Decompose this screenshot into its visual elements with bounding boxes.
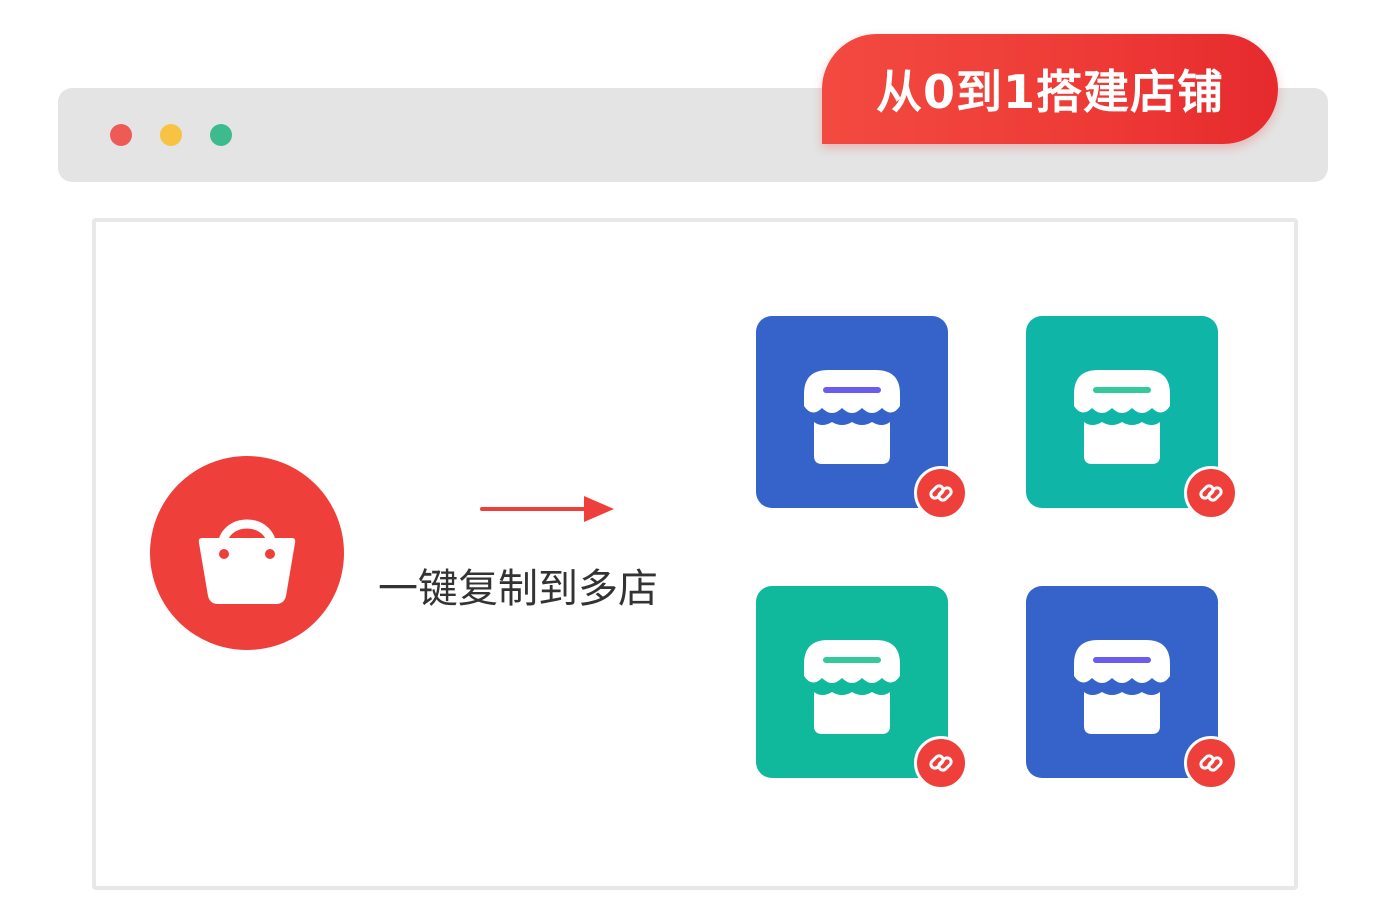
link-icon (914, 736, 968, 790)
storefront-icon (792, 360, 912, 470)
shopping-bag-icon (150, 456, 344, 650)
store-tile (756, 316, 968, 520)
headline-text: 从0到1搭建店铺 (875, 65, 1224, 119)
copy-to-stores-caption: 一键复制到多店 (378, 566, 658, 612)
storefront-icon (1062, 630, 1182, 740)
storefront-icon (792, 630, 912, 740)
window-close-dot (110, 124, 132, 146)
store-tile (756, 586, 968, 790)
store-tile (1026, 586, 1238, 790)
storefront-icon (1062, 360, 1182, 470)
link-icon (1184, 736, 1238, 790)
headline-badge: 从0到1搭建店铺 (822, 34, 1278, 144)
store-tile (1026, 316, 1238, 520)
arrow-right-icon (480, 492, 616, 526)
link-icon (914, 466, 968, 520)
link-icon (1184, 466, 1238, 520)
window-minimize-dot (160, 124, 182, 146)
window-maximize-dot (210, 124, 232, 146)
